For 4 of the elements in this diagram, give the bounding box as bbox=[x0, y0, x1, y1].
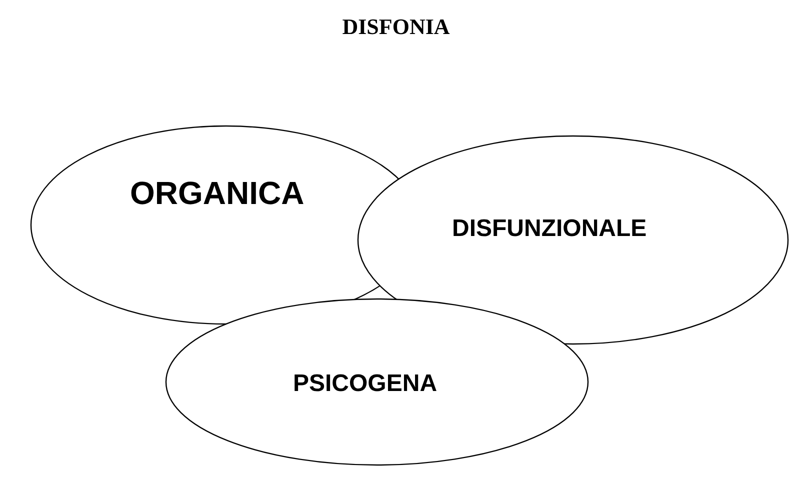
category-label: DISFUNZIONALE bbox=[452, 215, 647, 243]
diagram-title: DISFONIA bbox=[341, 14, 451, 40]
category-label: ORGANICA bbox=[130, 175, 304, 212]
category-label: PSICOGENA bbox=[293, 370, 438, 398]
